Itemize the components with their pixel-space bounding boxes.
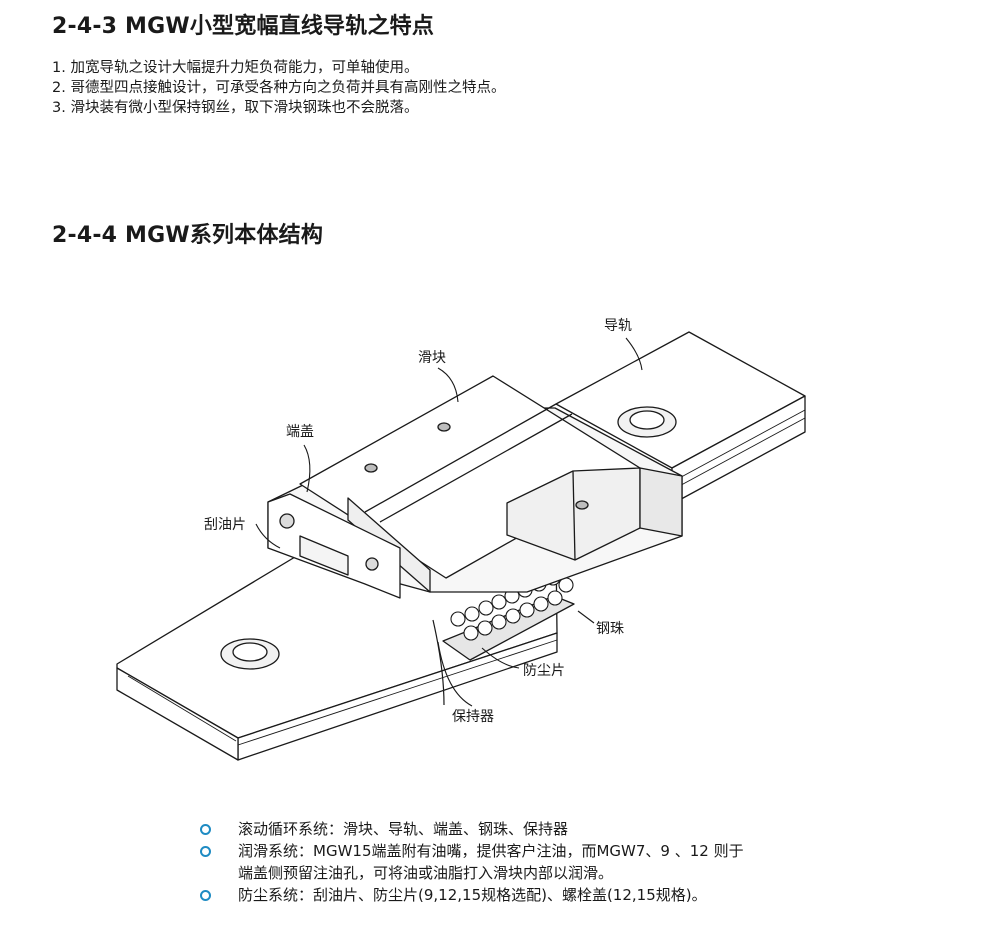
system-line: 润滑系统：MGW15端盖附有油嘴，提供客户注油，而MGW7、9 、12 则于 bbox=[238, 842, 744, 860]
system-item: 润滑系统：MGW15端盖附有油嘴，提供客户注油，而MGW7、9 、12 则于 端… bbox=[200, 840, 744, 884]
bullet-circle-icon bbox=[200, 824, 211, 835]
section-title-features: 2-4-3 MGW小型宽幅直线导轨之特点 bbox=[52, 14, 435, 39]
feature-item: 2. 哥德型四点接触设计，可承受各种方向之负荷并具有高刚性之特点。 bbox=[52, 80, 506, 96]
label-dust-strip: 防尘片 bbox=[523, 663, 565, 679]
label-scraper: 刮油片 bbox=[204, 517, 246, 533]
rail-right bbox=[555, 331, 806, 505]
system-line: 滚动循环系统：滑块、导轨、端盖、钢珠、保持器 bbox=[238, 820, 569, 838]
rail-hole-back bbox=[617, 406, 677, 438]
rail-left bbox=[116, 547, 558, 761]
system-line: 端盖侧预留注油孔，可将油或油脂打入滑块内部以润滑。 bbox=[238, 864, 614, 882]
label-steel-balls: 钢珠 bbox=[596, 621, 624, 637]
feature-item: 3. 滑块装有微小型保持钢丝，取下滑块钢珠也不会脱落。 bbox=[52, 100, 419, 116]
bullet-circle-icon bbox=[200, 890, 211, 901]
system-item: 防尘系统：刮油片、防尘片(9,12,15规格选配)、螺栓盖(12,15规格)。 bbox=[200, 884, 744, 906]
rail-hole-front bbox=[220, 638, 280, 670]
feature-item: 1. 加宽导轨之设计大幅提升力矩负荷能力，可单轴使用。 bbox=[52, 60, 419, 76]
retainer-line bbox=[432, 619, 445, 706]
label-block: 滑块 bbox=[418, 349, 446, 366]
system-list: 滚动循环系统：滑块、导轨、端盖、钢珠、保持器 润滑系统：MGW15端盖附有油嘴，… bbox=[200, 818, 744, 906]
label-rail: 导轨 bbox=[604, 318, 632, 334]
section-title-structure: 2-4-4 MGW系列本体结构 bbox=[52, 223, 324, 248]
label-retainer: 保持器 bbox=[452, 709, 494, 725]
structure-diagram: 导轨 滑块 端盖 刮油片 钢珠 防尘片 保持器 bbox=[116, 318, 806, 761]
end-cap bbox=[267, 493, 401, 599]
system-line: 防尘系统：刮油片、防尘片(9,12,15规格选配)、螺栓盖(12,15规格)。 bbox=[238, 886, 707, 904]
feature-list: 1. 加宽导轨之设计大幅提升力矩负荷能力，可单轴使用。 2. 哥德型四点接触设计… bbox=[52, 58, 505, 118]
system-item: 滚动循环系统：滑块、导轨、端盖、钢珠、保持器 bbox=[200, 818, 744, 840]
bullet-circle-icon bbox=[200, 846, 211, 857]
label-end-cap: 端盖 bbox=[286, 424, 314, 440]
